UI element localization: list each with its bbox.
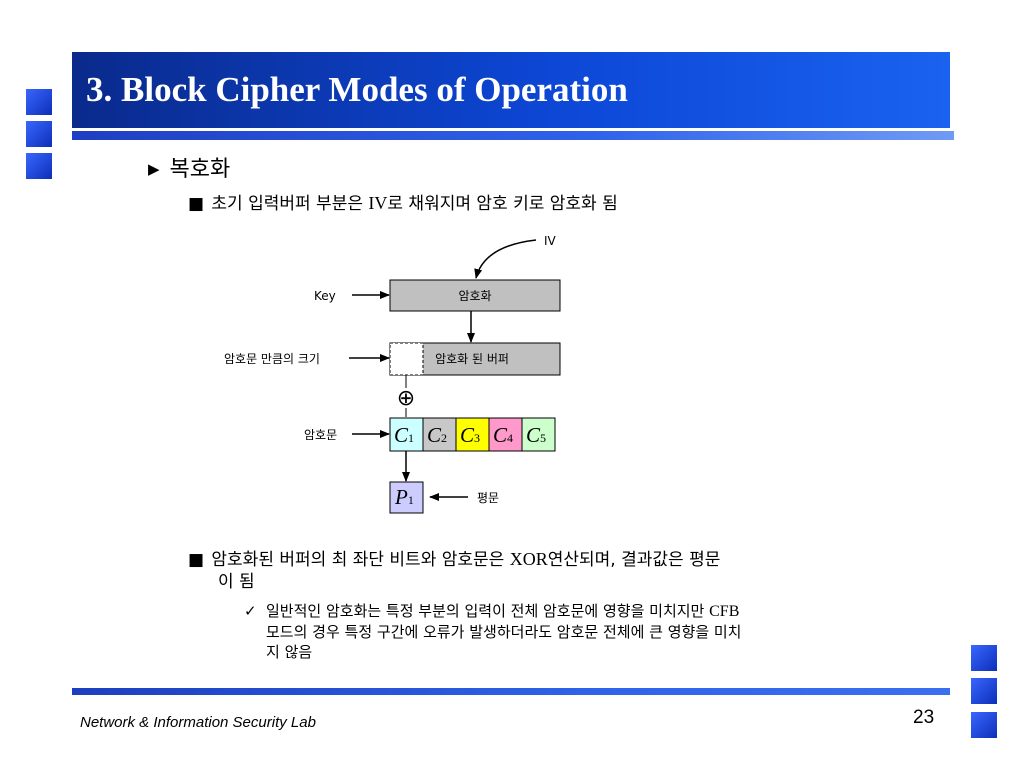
plaintext-block-label: P1 <box>394 485 414 509</box>
ciphertext-block-label: C2 <box>427 423 447 447</box>
bullet-main: ▶ 복호화 <box>148 151 230 183</box>
iv-label: IV <box>544 234 557 248</box>
bullet-sub-1-post: 로 채워지며 암호 키로 암호화 됨 <box>387 194 618 214</box>
decor-square <box>26 153 52 179</box>
square-bullet-icon: ■ <box>188 550 205 570</box>
encrypt-box <box>389 279 561 312</box>
decor-square <box>971 645 997 671</box>
ciphertext-blocks: C1 C2 C3 C4 C5 <box>389 417 556 452</box>
square-bullet-icon: ■ <box>188 194 205 214</box>
plaintext-label: 평문 <box>477 491 499 505</box>
decor-square <box>971 678 997 704</box>
checkmark-icon: ✓ <box>244 602 257 620</box>
bullet-sub-1: ■ 초기 입력버퍼 부분은 IV로 채워지며 암호 키로 암호화 됨 <box>188 189 618 214</box>
iv-arrow <box>474 239 537 279</box>
buffer-leftmost-segment <box>389 342 424 376</box>
footer-line <box>72 688 950 695</box>
ciphertext-block-label: C3 <box>460 423 480 447</box>
check-line2: 모드의 경우 특정 구간에 오류가 발생하더라도 암호문 전체에 큰 영향을 미… <box>266 623 742 641</box>
bullet-sub-2-xor: XOR <box>509 549 548 569</box>
check-item: ✓ 일반적인 암호화는 특정 부분의 입력이 전체 암호문에 영향을 미치지만 C… <box>244 601 741 662</box>
buffer-size-label: 암호문 만큼의 크기 <box>224 352 320 366</box>
check-line3: 지 않음 <box>266 643 313 661</box>
bullet-sub-2: ■ 암호화된 버퍼의 최 좌단 비트와 암호문은 XOR연산되며, 결과값은 평… <box>188 548 720 593</box>
bullet-main-text: 복호화 <box>169 157 231 182</box>
ciphertext-block <box>488 417 523 452</box>
check-line1-pre: 일반적인 암호화는 특정 부분의 입력이 전체 암호문에 영향을 미치지만 <box>266 602 710 620</box>
title-bar: 3. Block Cipher Modes of Operation <box>72 52 950 128</box>
decor-square <box>26 121 52 147</box>
ciphertext-block <box>521 417 556 452</box>
check-cfb: CFB <box>709 603 740 620</box>
key-label: Key <box>314 289 336 303</box>
decor-square <box>26 89 52 115</box>
bullet-sub-2-line2: 이 됨 <box>218 572 255 592</box>
page-number: 23 <box>913 707 935 728</box>
decor-square <box>971 712 997 738</box>
bullet-sub-2-line1-pre: 암호화된 버퍼의 최 좌단 비트와 암호문은 <box>211 550 510 570</box>
ciphertext-block-label: C1 <box>394 423 414 447</box>
bullet-sub-1-iv: IV <box>368 193 388 213</box>
footer-lab-name: Network & Information Security Lab <box>80 714 316 731</box>
triangle-bullet-icon: ▶ <box>148 160 160 178</box>
buffer-box-label: 암호화 된 버퍼 <box>435 352 509 366</box>
title-underline <box>72 131 954 140</box>
ciphertext-block-label: C4 <box>493 423 513 447</box>
plaintext-block <box>389 481 424 514</box>
encrypt-box-label: 암호화 <box>458 289 491 303</box>
ciphertext-block-label: C5 <box>526 423 546 447</box>
bullet-sub-2-line1-post: 연산되며, 결과값은 평문 <box>547 550 721 570</box>
ciphertext-block <box>422 417 457 452</box>
ciphertext-block <box>455 417 490 452</box>
xor-symbol: ⊕ <box>397 386 415 411</box>
slide-title: 3. Block Cipher Modes of Operation <box>86 70 628 109</box>
bullet-sub-1-pre: 초기 입력버퍼 부분은 <box>211 194 369 214</box>
ciphertext-label: 암호문 <box>304 428 337 442</box>
